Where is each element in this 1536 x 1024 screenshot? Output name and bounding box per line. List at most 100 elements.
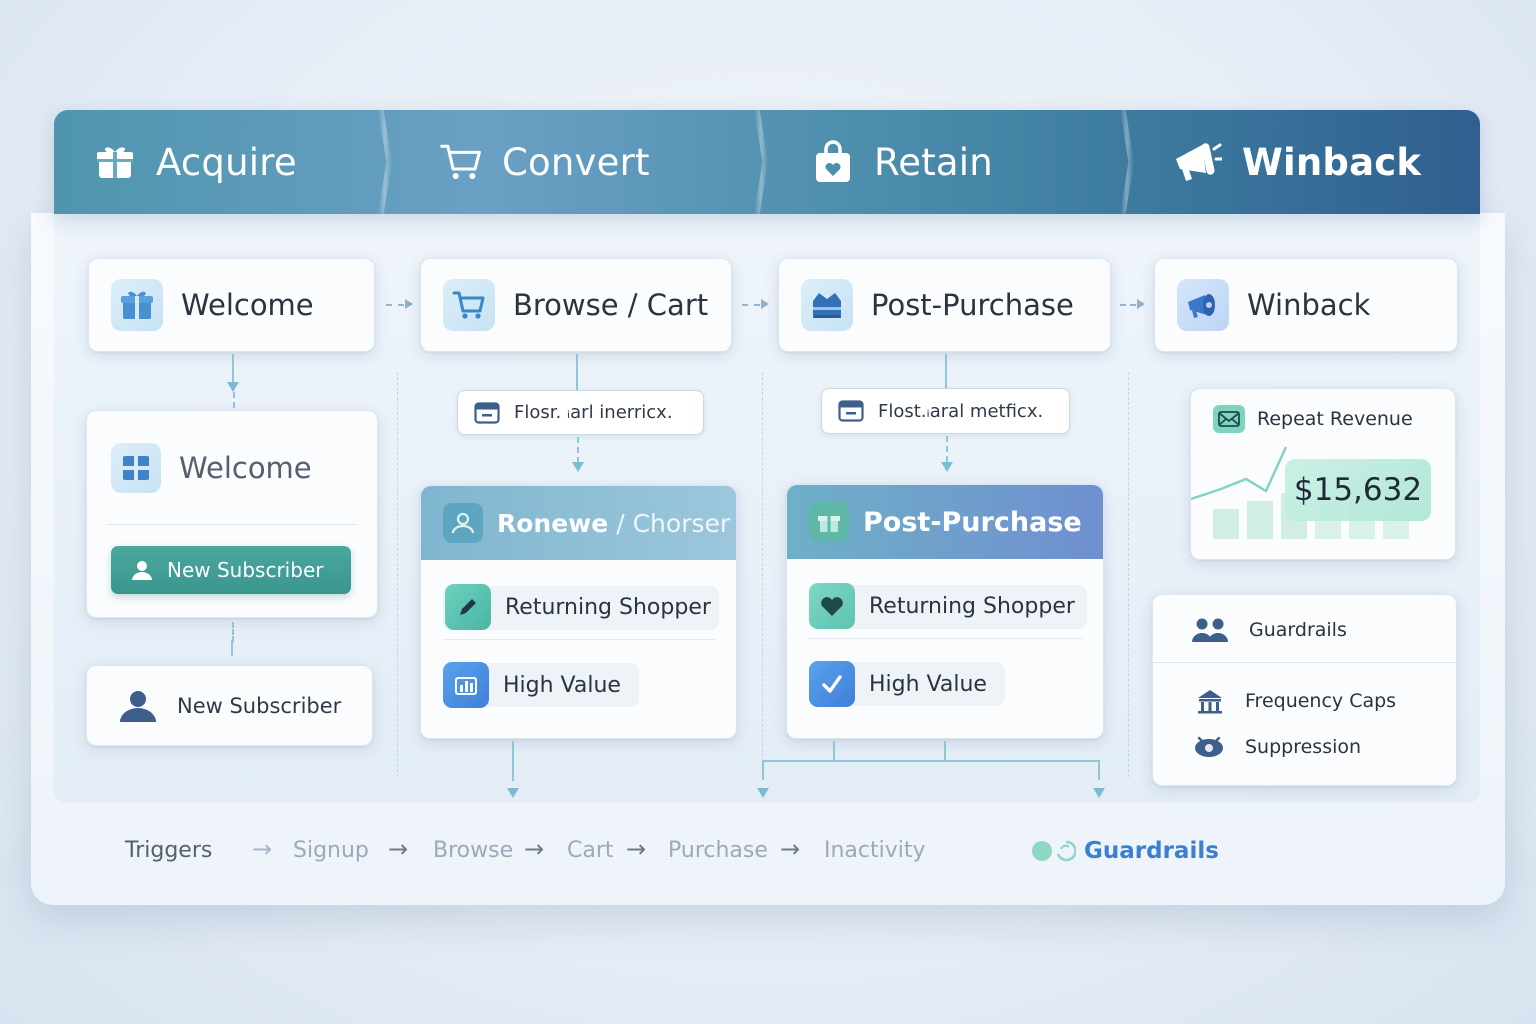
trigger-step[interactable]: Cart <box>567 838 614 863</box>
trigger-step[interactable]: Inactivity <box>824 838 926 863</box>
connector <box>833 741 835 761</box>
gift-icon <box>94 141 136 183</box>
connector <box>945 354 947 388</box>
row-label: Returning Shopper <box>869 593 1075 619</box>
revenue-label: Repeat Revenue <box>1257 408 1413 430</box>
welcome-card-title: Welcome <box>179 451 312 485</box>
revenue-value-badge: $15,632 <box>1285 459 1431 521</box>
stage-acquire[interactable]: Acquire <box>94 110 297 214</box>
node-post-purchase[interactable]: Post-Purchase <box>778 258 1111 352</box>
connector <box>576 354 578 390</box>
arrow-right-icon: → <box>388 835 409 863</box>
guardrails-link-label: Guardrails <box>1084 838 1219 864</box>
megaphone-icon <box>1172 141 1222 183</box>
row-label: High Value <box>869 671 987 697</box>
stage-label: Retain <box>874 140 993 184</box>
envelope-icon <box>1213 405 1245 433</box>
divider <box>443 639 716 640</box>
connector <box>1098 760 1100 780</box>
stage-divider <box>754 110 768 214</box>
new-subscriber-button[interactable]: New Subscriber <box>111 546 351 594</box>
segment-row[interactable]: Returning Shopper <box>445 584 711 630</box>
chip-label: Flosr. ᵢarl inerricx. <box>514 402 673 423</box>
trigger-step[interactable]: Browse <box>433 838 514 863</box>
connector-arrow <box>405 299 413 309</box>
stage-label: Acquire <box>156 140 297 184</box>
segment-subtitle: / Chorser <box>616 508 731 538</box>
node-title: Post-Purchase <box>871 288 1074 322</box>
connector <box>386 304 404 306</box>
segment-title: Ronewe <box>497 508 609 538</box>
stage-retain[interactable]: Retain <box>812 110 993 214</box>
connector <box>762 760 1100 762</box>
segment-card-retain[interactable]: Post-Purchase Returning Shopper High Val… <box>786 484 1104 739</box>
segment-row[interactable]: Returning Shopper <box>809 583 1075 629</box>
user-icon <box>132 561 152 580</box>
guardrail-label: Suppression <box>1245 736 1362 758</box>
segment-card-convert[interactable]: Ronewe / Chorser Returning Shopper High … <box>420 485 737 739</box>
stage-winback[interactable]: Winback <box>1172 110 1421 214</box>
guardrails-card[interactable]: Guardrails Frequency Caps Suppression <box>1152 594 1457 786</box>
connector-arrow <box>507 788 519 798</box>
connector <box>232 622 234 642</box>
node-winback[interactable]: Winback <box>1154 258 1458 352</box>
calendar-icon <box>838 400 864 422</box>
row-label: High Value <box>503 672 621 698</box>
megaphone-icon <box>1177 279 1229 331</box>
trigger-step[interactable]: Purchase <box>668 838 768 863</box>
connector-arrow <box>1093 788 1105 798</box>
guardrail-item[interactable]: Suppression <box>1193 735 1361 759</box>
metrics-chip[interactable]: Flost.ᵢaral metficx. <box>821 388 1070 434</box>
column-divider <box>397 372 398 777</box>
connector-arrow <box>761 299 769 309</box>
trigger-step[interactable]: Signup <box>293 838 369 863</box>
connector-arrow <box>227 382 239 392</box>
repeat-revenue-card[interactable]: Repeat Revenue $15,632 <box>1190 388 1456 560</box>
cart-icon <box>440 141 482 183</box>
guardrail-label: Frequency Caps <box>1245 690 1397 712</box>
node-welcome[interactable]: Welcome <box>88 258 375 352</box>
shopping-bag-icon <box>812 140 854 183</box>
box-icon <box>801 279 853 331</box>
arrow-right-icon: → <box>252 835 273 863</box>
arrow-right-icon: → <box>780 835 801 863</box>
toggle-icon <box>1032 840 1076 862</box>
node-browse-cart[interactable]: Browse / Cart <box>420 258 732 352</box>
guardrails-title: Guardrails <box>1249 619 1347 641</box>
metrics-chip[interactable]: Flosr. ᵢarl inerricx. <box>457 390 704 435</box>
pencil-icon <box>445 584 491 630</box>
connector <box>231 640 233 656</box>
column-divider <box>762 372 763 777</box>
triggers-label: Triggers <box>125 838 213 863</box>
node-title: Browse / Cart <box>513 288 709 322</box>
new-subscriber-card[interactable]: New Subscriber <box>86 665 373 746</box>
segment-title: Post-Purchase <box>863 506 1082 538</box>
segment-row[interactable]: High Value <box>443 662 621 708</box>
guardrail-item[interactable]: Frequency Caps <box>1195 688 1396 714</box>
connector <box>512 741 514 781</box>
segment-row[interactable]: High Value <box>809 661 987 707</box>
connector <box>944 741 946 761</box>
welcome-card[interactable]: Welcome New Subscriber <box>86 410 378 618</box>
users-icon <box>1192 618 1228 642</box>
gift-icon <box>111 443 161 493</box>
stage-divider <box>378 110 392 214</box>
arrow-right-icon: → <box>626 835 647 863</box>
connector-arrow <box>941 462 953 472</box>
segment-header: Ronewe / Chorser <box>421 486 736 560</box>
revenue-value: $15,632 <box>1293 472 1423 508</box>
divider <box>1153 662 1456 663</box>
connector <box>946 436 948 462</box>
bar-chart-icon <box>443 662 489 708</box>
connector-arrow <box>757 788 769 798</box>
connector <box>233 392 235 408</box>
stage-convert[interactable]: Convert <box>440 110 650 214</box>
node-title: Welcome <box>181 288 314 322</box>
cart-icon <box>443 279 495 331</box>
stage-divider <box>1120 110 1134 214</box>
person-icon <box>443 503 483 543</box>
guardrails-link[interactable]: Guardrails <box>1030 838 1219 864</box>
stage-header: Acquire Convert Retain Winback <box>54 110 1480 214</box>
eye-slash-icon <box>1195 736 1223 757</box>
connector <box>742 304 760 306</box>
